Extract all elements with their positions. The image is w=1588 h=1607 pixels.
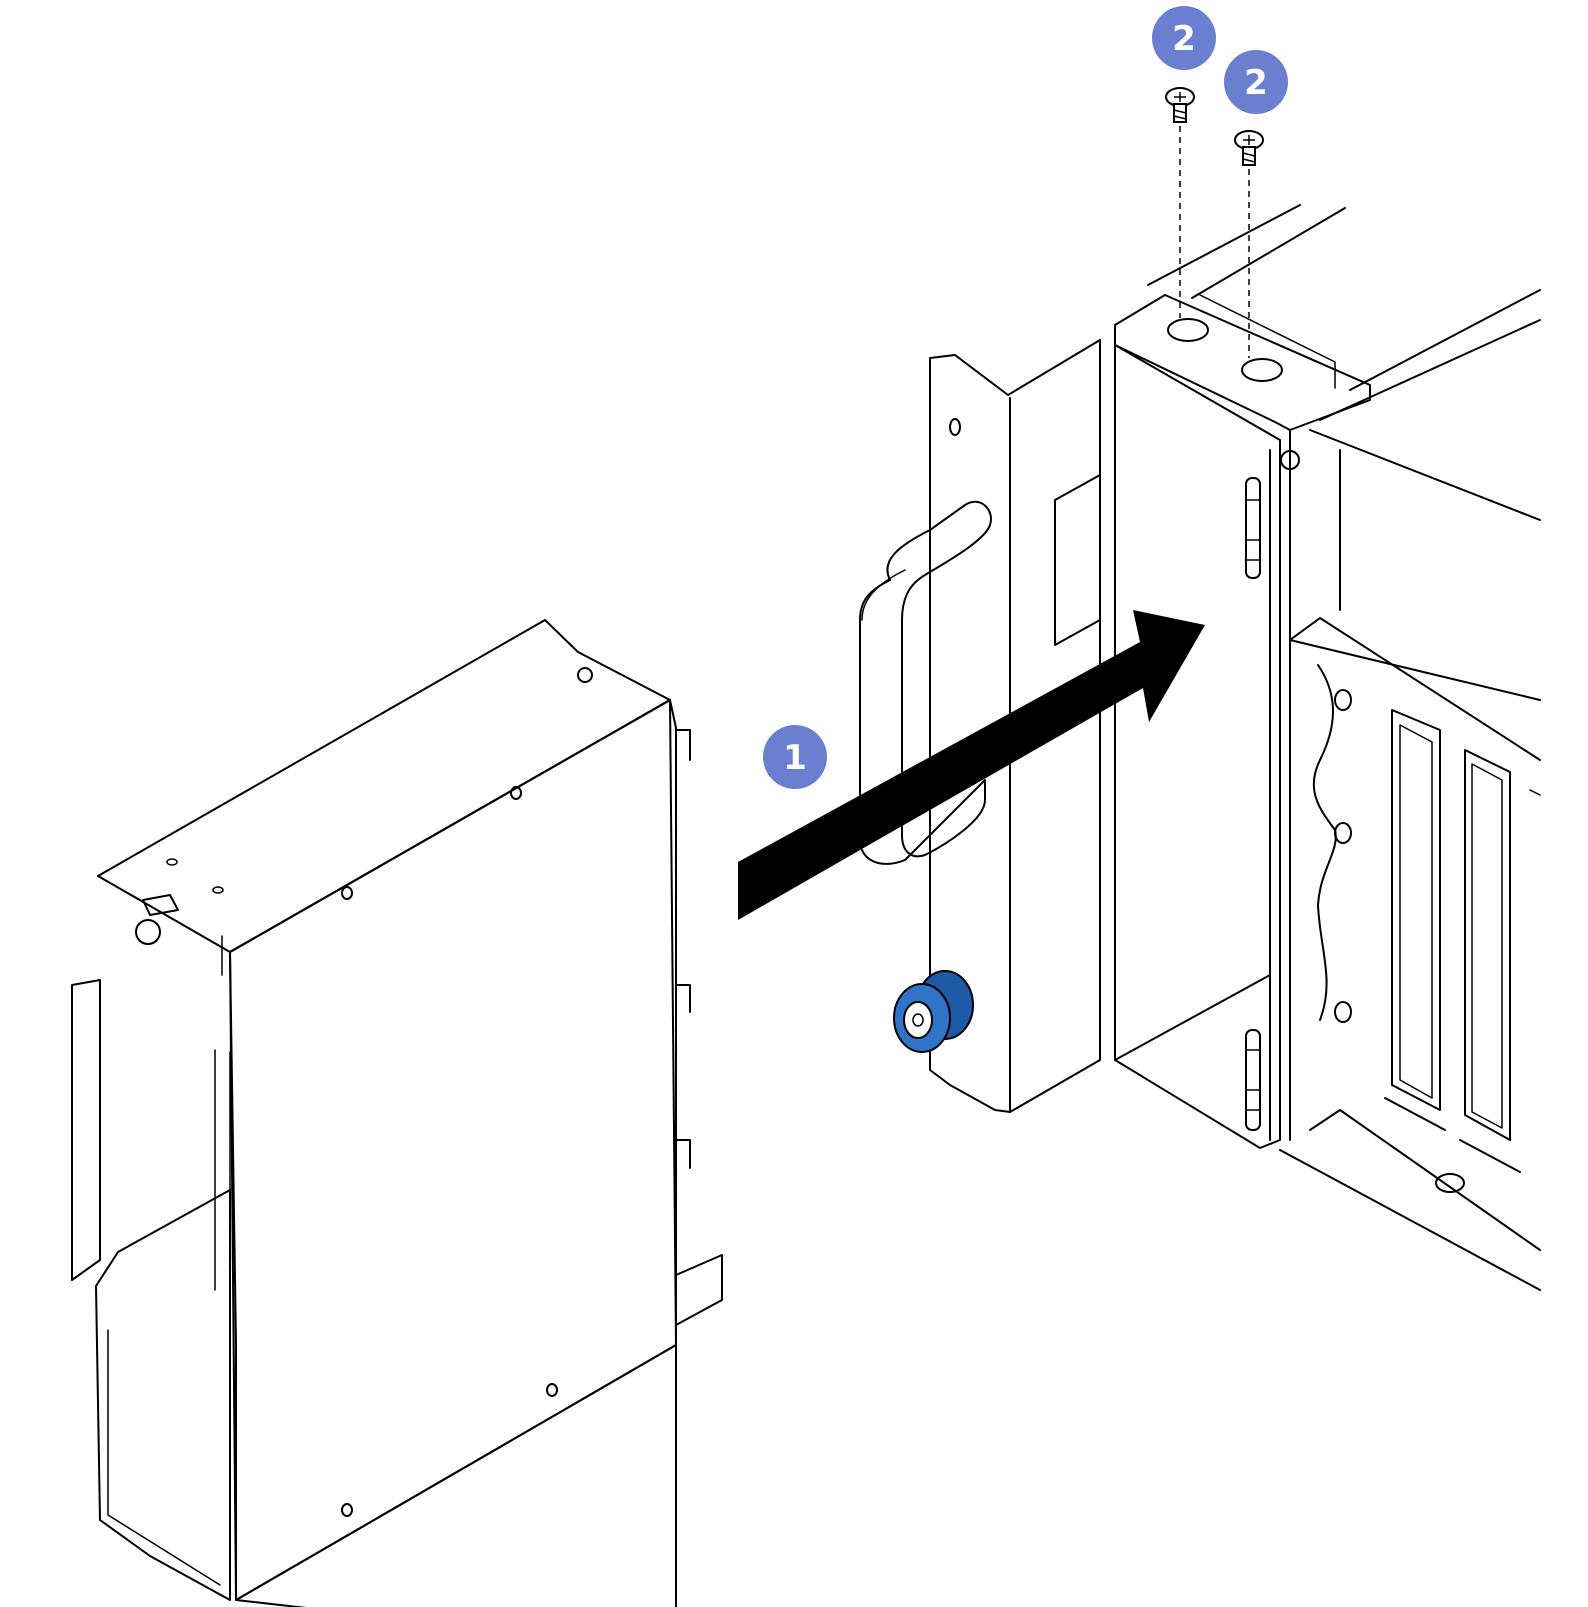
callout-1-label: 1 <box>783 738 807 778</box>
slide-in-module <box>71 619 723 1607</box>
callout-2b-label: 2 <box>1244 63 1268 103</box>
callout-2a: 2 <box>1152 6 1216 70</box>
hinge-top <box>1245 477 1261 579</box>
bracket-plate <box>929 339 1101 1113</box>
cage-top-lid <box>1114 294 1371 431</box>
blue-thumbscrew-icon <box>893 970 974 1053</box>
module-left-flange <box>71 979 101 1281</box>
module-side-face <box>229 699 677 1607</box>
callout-2a-label: 2 <box>1172 19 1196 59</box>
screw-hole-1 <box>1167 318 1209 342</box>
bracket-handle <box>859 500 992 865</box>
phillips-screw-icon-2 <box>1234 130 1264 166</box>
module-lower-panel <box>95 1189 231 1601</box>
module-side-face-fill <box>229 699 677 1601</box>
callout-2b: 2 <box>1224 50 1288 114</box>
module-top-face <box>97 619 671 953</box>
insert-arrow <box>738 610 1205 920</box>
slot-cover-1 <box>1391 709 1441 1111</box>
callout-1: 1 <box>763 725 827 789</box>
callout-2b-circle <box>1224 50 1288 114</box>
arrow-shape <box>738 610 1205 920</box>
screw-hole-2 <box>1241 358 1283 382</box>
cage-front <box>1114 344 1281 1149</box>
hinge-bottom <box>1245 1029 1261 1131</box>
slot-cover-2 <box>1464 749 1511 1141</box>
callout-2a-circle <box>1152 6 1216 70</box>
phillips-screw-icon-1 <box>1165 87 1195 123</box>
server-chassis <box>859 204 1541 1291</box>
callout-1-circle <box>763 725 827 789</box>
